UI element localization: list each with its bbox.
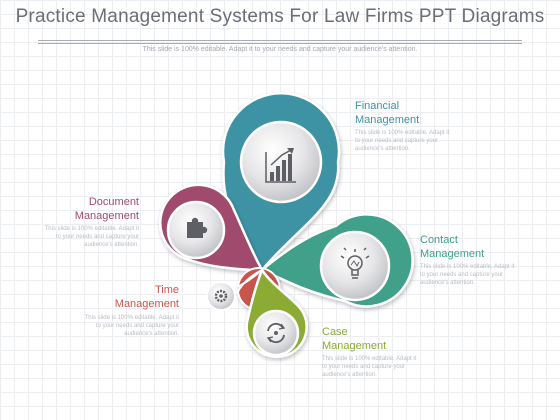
financial-title-line2: Management: [355, 114, 420, 126]
lightbulb-icon: [340, 247, 370, 279]
case-desc-line2: to your needs and capture your: [322, 364, 406, 370]
title-divider-bottom: [38, 43, 522, 44]
title-divider-top: [38, 40, 522, 41]
document-desc-line2: to your needs and capture your: [55, 234, 139, 240]
document-title-line1: Document: [88, 196, 139, 208]
document-label: Document Management: [30, 195, 139, 223]
time-title-line1: Time: [154, 284, 179, 296]
time-description: This slide is 100% editable. Adapt it to…: [70, 314, 179, 338]
case-petal: [245, 267, 308, 359]
contact-label: Contact Management: [420, 233, 484, 261]
case-description: This slide is 100% editable. Adapt it to…: [322, 355, 416, 379]
bar-chart-icon: [265, 148, 296, 183]
document-description: This slide is 100% editable. Adapt it to…: [30, 225, 139, 249]
document-desc-line1: This slide is 100% editable. Adapt it: [44, 226, 139, 232]
refresh-cycle-icon: [266, 322, 286, 344]
time-label: Time Management: [70, 283, 179, 311]
slide-title: Practice Management Systems For Law Firm…: [15, 6, 545, 27]
gear-icon: [214, 289, 228, 303]
financial-disc: [239, 120, 323, 204]
contact-desc-line3: audience's attention.: [420, 280, 475, 286]
financial-label: Financial Management: [355, 99, 419, 127]
time-desc-line3: audience's attention.: [124, 331, 179, 337]
case-label: Case Management: [322, 325, 386, 353]
puzzle-piece-icon: [187, 217, 208, 238]
document-petal: [159, 183, 265, 272]
case-title-line1: Case: [322, 326, 348, 338]
contact-desc-line1: This slide is 100% editable. Adapt it: [420, 264, 515, 270]
case-desc-line3: audience's attention.: [322, 372, 377, 378]
case-desc-line1: This slide is 100% editable. Adapt it: [322, 356, 417, 362]
financial-desc-line1: This slide is 100% editable. Adapt it: [355, 130, 450, 136]
document-title-line2: Management: [74, 210, 139, 222]
contact-title-line2: Management: [420, 248, 485, 260]
time-desc-line2: to your needs and capture your: [95, 323, 179, 329]
time-title-line2: Management: [114, 298, 179, 310]
contact-disc: [319, 230, 391, 302]
financial-description: This slide is 100% editable. Adapt it to…: [355, 129, 449, 153]
financial-desc-line2: to your needs and capture your: [355, 138, 439, 144]
financial-petal: [221, 92, 341, 273]
slide-subtitle: This slide is 100% editable. Adapt it to…: [142, 46, 418, 53]
document-desc-line3: audience's attention.: [84, 242, 139, 248]
contact-title-line1: Contact: [420, 234, 458, 246]
contact-desc-line2: to your needs and capture your: [420, 272, 504, 278]
contact-petal: [259, 213, 414, 308]
time-desc-line1: This slide is 100% editable. Adapt it: [84, 315, 179, 321]
financial-desc-line3: audience's attention.: [355, 146, 410, 152]
financial-title-line1: Financial: [355, 100, 400, 112]
contact-description: This slide is 100% editable. Adapt it to…: [420, 263, 514, 287]
case-title-line2: Management: [322, 340, 387, 352]
